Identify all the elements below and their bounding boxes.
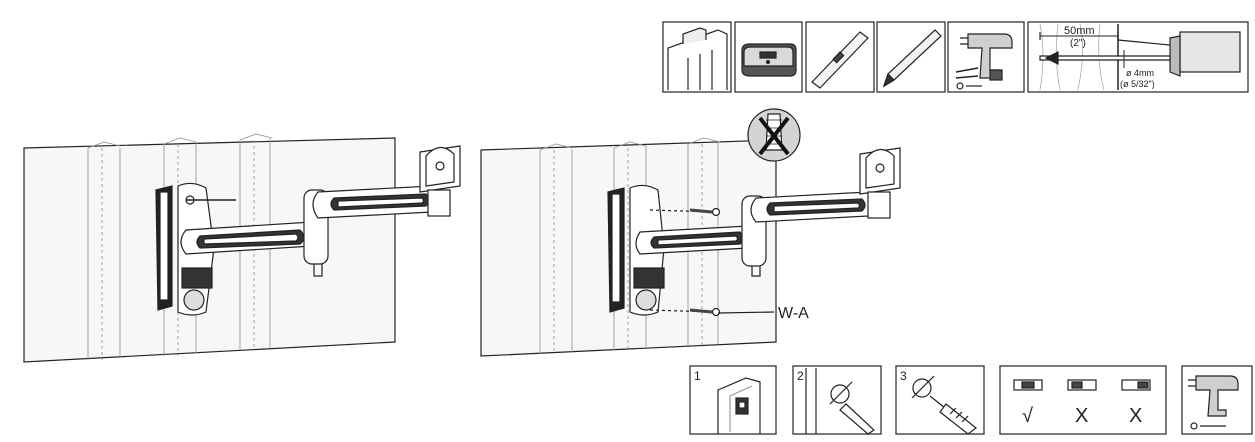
drill-bit-diameter-imperial-label: (ø 5/32") [1120,79,1155,89]
mount-diagram-right [480,137,901,357]
wall-stud-icon [662,21,732,93]
stud-finder-icon [734,21,803,93]
step-1-panel [689,365,777,435]
pencil-icon [876,21,946,93]
tools-strip [662,21,1249,93]
step-2-panel [792,365,882,435]
step-1-number: 1 [694,369,701,383]
level-mark-correct: √ [1022,405,1033,427]
power-drill-icon [947,21,1025,93]
spirit-level-icon [805,21,875,93]
drill-depth-imperial-label: (2") [1070,38,1086,49]
drill-depth-label: 50mm [1064,25,1095,37]
step-3-panel [895,365,985,435]
drill-depth-panel [1027,21,1249,93]
level-mark-wrong-2: X [1129,405,1142,427]
step-strip [689,365,1253,435]
step-3-number: 3 [900,369,907,383]
mount-diagram-left [23,133,461,363]
level-mark-wrong-1: X [1075,405,1088,427]
level-check-panel [999,365,1167,435]
lag-screws [649,207,721,317]
step-2-number: 2 [797,369,804,383]
no-wall-anchor-icon [747,108,801,162]
screw-label: W-A [778,305,809,322]
drill-bit-diameter-label: ø 4mm [1126,68,1154,78]
final-drill-panel [1181,365,1253,435]
